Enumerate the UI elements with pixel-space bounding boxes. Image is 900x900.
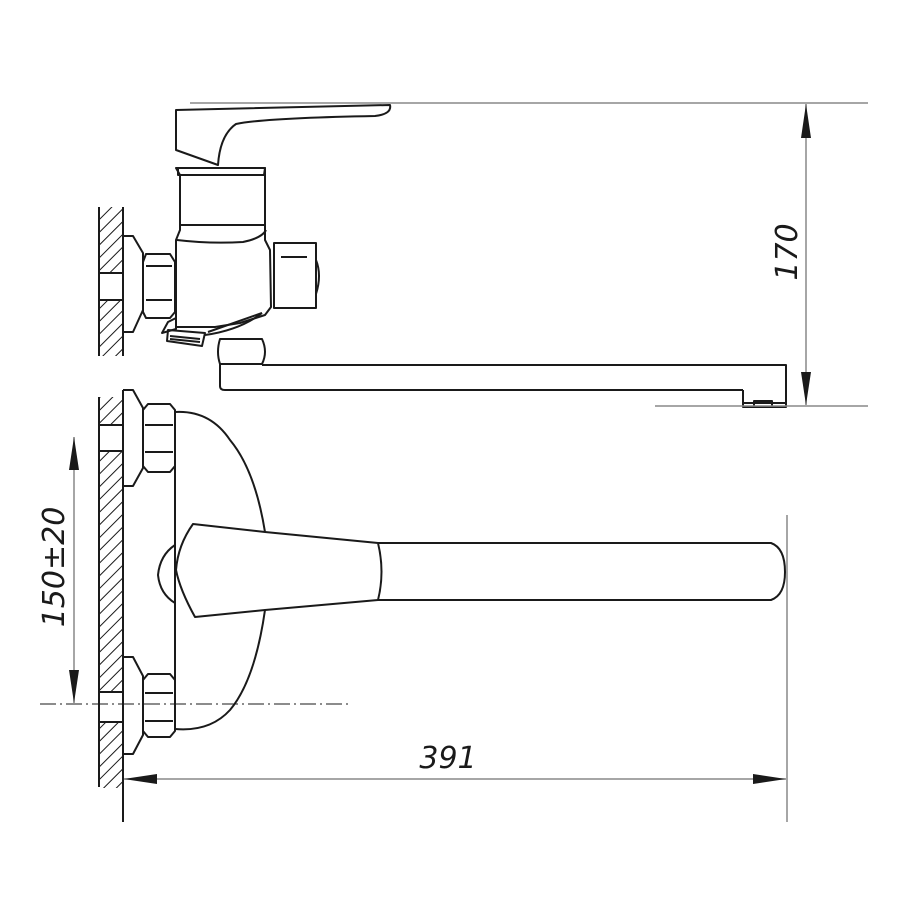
flange-lower xyxy=(123,656,144,755)
top-view xyxy=(98,389,786,822)
spout-top xyxy=(378,542,786,601)
center-boss xyxy=(157,544,176,604)
side-view xyxy=(98,104,787,408)
mixer-body xyxy=(175,167,272,336)
dimension-center-distance: 150±20 xyxy=(37,437,79,703)
lever-top xyxy=(175,523,383,618)
body-top-outline xyxy=(174,410,266,731)
dimension-label-reach: 391 xyxy=(419,741,476,776)
dimension-label-height: 170 xyxy=(770,223,805,280)
swivel-collar xyxy=(217,338,266,365)
outlet-connector xyxy=(273,242,320,309)
spout-side xyxy=(219,364,787,404)
lever-handle xyxy=(175,104,392,166)
hex-nut-lower xyxy=(142,673,176,738)
wall-section-bottom xyxy=(98,390,124,822)
wall-section-top xyxy=(98,207,124,356)
dimension-height: 170 xyxy=(190,102,868,407)
diverter-knob xyxy=(161,317,206,347)
dimension-reach: 391 xyxy=(124,515,788,822)
flange-upper xyxy=(123,389,144,487)
wall-flange xyxy=(123,235,144,333)
hex-nut-upper xyxy=(142,403,176,473)
hex-nut xyxy=(142,253,176,319)
dimension-label-center-distance: 150±20 xyxy=(37,507,72,628)
aerator xyxy=(742,390,787,408)
